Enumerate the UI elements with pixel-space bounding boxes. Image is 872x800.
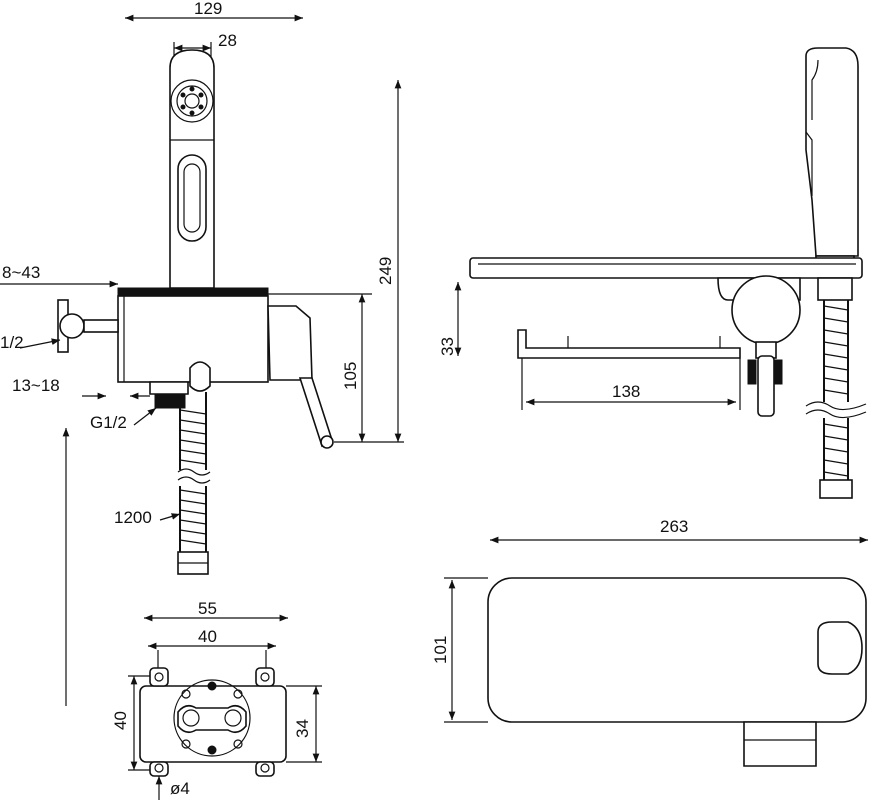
dim-105-label: 105 <box>341 362 360 390</box>
dim-55-label: 55 <box>198 599 217 618</box>
dim-34-label: 34 <box>293 719 312 738</box>
dim-33-label: 33 <box>438 337 457 356</box>
dim-138-label: 138 <box>612 382 640 401</box>
dim-13-18-label: 13~18 <box>12 376 60 395</box>
mixer-body-front <box>57 287 334 575</box>
dim-129-label: 129 <box>194 0 222 18</box>
dim-1-2-label: 1/2 <box>0 333 24 352</box>
dim-40-top-label: 40 <box>198 627 217 646</box>
handshower-front <box>169 49 215 289</box>
dim-phi4-label: ø4 <box>170 779 190 798</box>
hose-1200-label: 1200 <box>114 508 152 527</box>
dim-249-label: 249 <box>376 257 395 285</box>
mounting-plate: 55 40 40 34 ø4 <box>111 599 322 800</box>
top-view: 263 101 <box>431 517 868 767</box>
side-view: 33 138 <box>438 47 867 499</box>
dim-263-label: 263 <box>660 517 688 536</box>
dim-40-side-label: 40 <box>111 711 130 730</box>
dim-101-label: 101 <box>431 636 450 664</box>
dim-28-label: 28 <box>218 31 237 50</box>
dim-8-43-label: 8~43 <box>2 263 40 282</box>
front-view: 129 28 249 8~43 <box>0 0 404 706</box>
thread-g1-2-label: G1/2 <box>90 413 127 432</box>
